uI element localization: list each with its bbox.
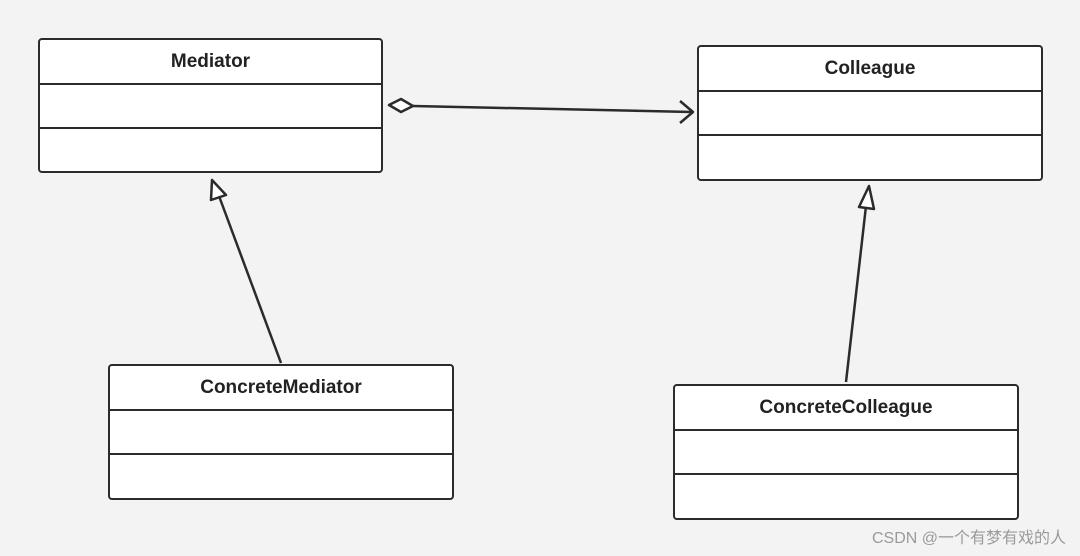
mediator-class[interactable]: Mediator (38, 38, 383, 173)
class-name: Colleague (699, 47, 1041, 92)
attributes-compartment (40, 85, 381, 129)
class-name: Mediator (40, 40, 381, 85)
aggregation-line (412, 104, 693, 114)
generalization-line-colleague (844, 205, 868, 383)
watermark: CSDN @一个有梦有戏的人 (871, 530, 1066, 547)
concrete-mediator-class[interactable]: ConcreteMediator (108, 364, 454, 500)
class-name: ConcreteColleague (675, 386, 1017, 431)
operations-compartment (110, 455, 452, 498)
operations-compartment (40, 129, 381, 171)
colleague-class[interactable]: Colleague (697, 45, 1043, 181)
generalization-triangle-colleague (857, 184, 876, 211)
aggregation-arrowhead (679, 100, 695, 124)
operations-compartment (675, 475, 1017, 518)
attributes-compartment (675, 431, 1017, 475)
operations-compartment (699, 136, 1041, 179)
attributes-compartment (699, 92, 1041, 136)
generalization-line-mediator (217, 195, 283, 364)
class-name: ConcreteMediator (110, 366, 452, 411)
concrete-colleague-class[interactable]: ConcreteColleague (673, 384, 1019, 520)
attributes-compartment (110, 411, 452, 455)
aggregation-diamond (387, 97, 415, 114)
generalization-triangle-mediator (209, 178, 228, 202)
